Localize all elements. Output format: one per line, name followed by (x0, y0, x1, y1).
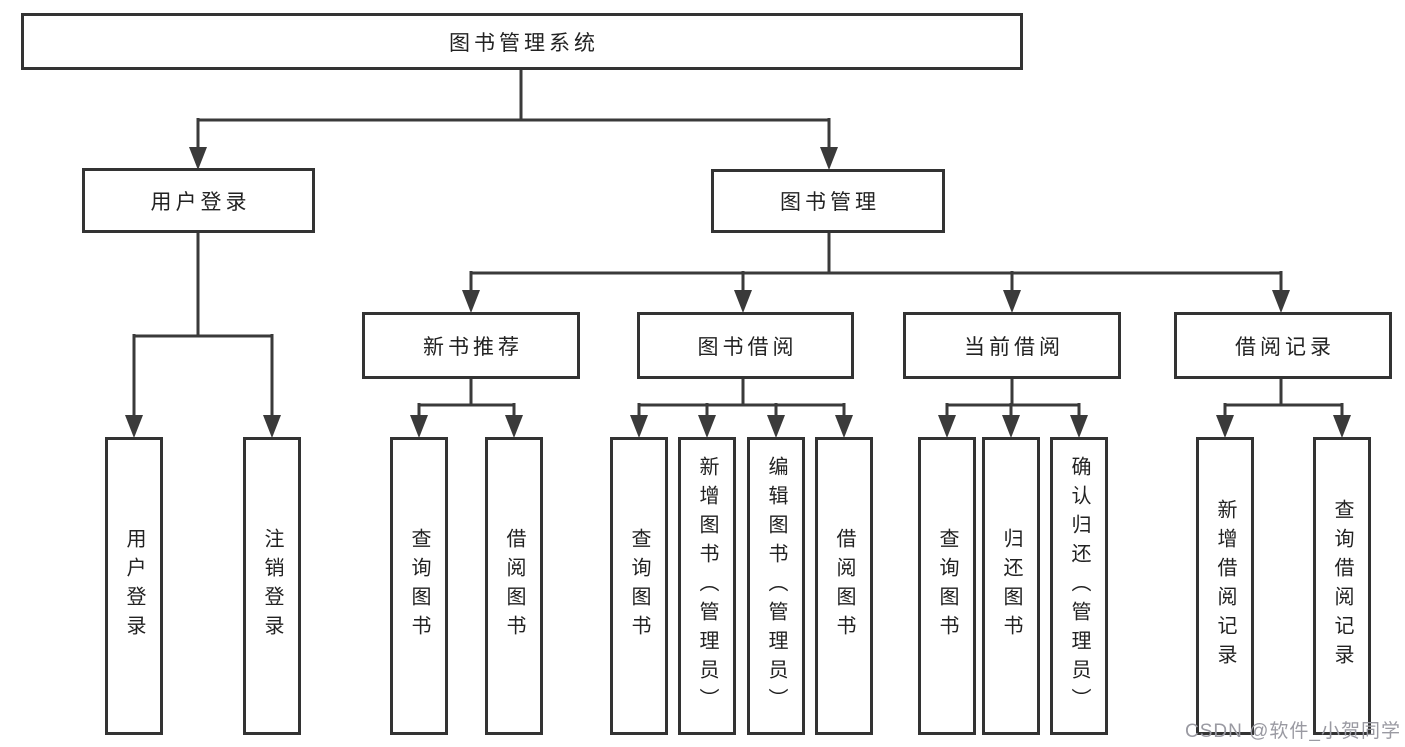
node-label: 图书管理 (780, 191, 880, 214)
leaf-query-book-current: 查询图书 (918, 437, 976, 735)
node-label: 图书借阅 (697, 335, 798, 359)
leaf-label: 确认归还（管理员） (1068, 455, 1090, 717)
leaf-label: 查询借阅记录 (1331, 499, 1353, 673)
node-book-management: 图书管理 (711, 169, 945, 233)
leaf-user-login: 用户登录 (105, 437, 163, 735)
leaf-label: 用户登录 (123, 528, 145, 644)
leaf-borrow-book-recommend: 借阅图书 (485, 437, 543, 735)
leaf-label: 注销登录 (261, 528, 283, 644)
leaf-confirm-return-admin: 确认归还（管理员） (1050, 437, 1108, 735)
leaf-label: 编辑图书（管理员） (765, 455, 787, 717)
leaf-add-borrow-record: 新增借阅记录 (1196, 437, 1254, 735)
leaf-query-borrow-record: 查询借阅记录 (1313, 437, 1371, 735)
leaf-edit-book-admin: 编辑图书（管理员） (747, 437, 805, 735)
leaf-add-book-admin: 新增图书（管理员） (678, 437, 736, 735)
node-book-borrow: 图书借阅 (637, 312, 854, 379)
node-new-book-recommend: 新书推荐 (362, 312, 580, 379)
node-label: 借阅记录 (1235, 335, 1335, 359)
node-current-borrow: 当前借阅 (903, 312, 1121, 379)
leaf-label: 借阅图书 (833, 528, 855, 644)
leaf-logout: 注销登录 (243, 437, 301, 735)
leaf-label: 查询图书 (936, 528, 958, 644)
node-label: 新书推荐 (423, 335, 523, 359)
node-label: 用户登录 (150, 190, 251, 214)
leaf-label: 查询图书 (628, 528, 650, 644)
leaf-label: 归还图书 (1000, 528, 1022, 644)
node-user-login: 用户登录 (82, 168, 315, 233)
leaf-label: 借阅图书 (503, 528, 525, 644)
arrowhead-icons (125, 147, 1351, 438)
leaf-label: 新增借阅记录 (1214, 499, 1236, 673)
node-borrow-record: 借阅记录 (1174, 312, 1392, 379)
leaf-label: 查询图书 (408, 528, 430, 644)
leaf-query-book-recommend: 查询图书 (390, 437, 448, 735)
watermark-text: CSDN @软件_小贺同学 (1185, 721, 1401, 742)
leaf-label: 新增图书（管理员） (696, 455, 718, 717)
node-root-label: 图书管理系统 (449, 31, 599, 55)
leaf-return-book: 归还图书 (982, 437, 1040, 735)
node-label: 当前借阅 (964, 335, 1064, 359)
node-root-system: 图书管理系统 (21, 13, 1023, 70)
leaf-borrow-book: 借阅图书 (815, 437, 873, 735)
leaf-query-book-borrow: 查询图书 (610, 437, 668, 735)
